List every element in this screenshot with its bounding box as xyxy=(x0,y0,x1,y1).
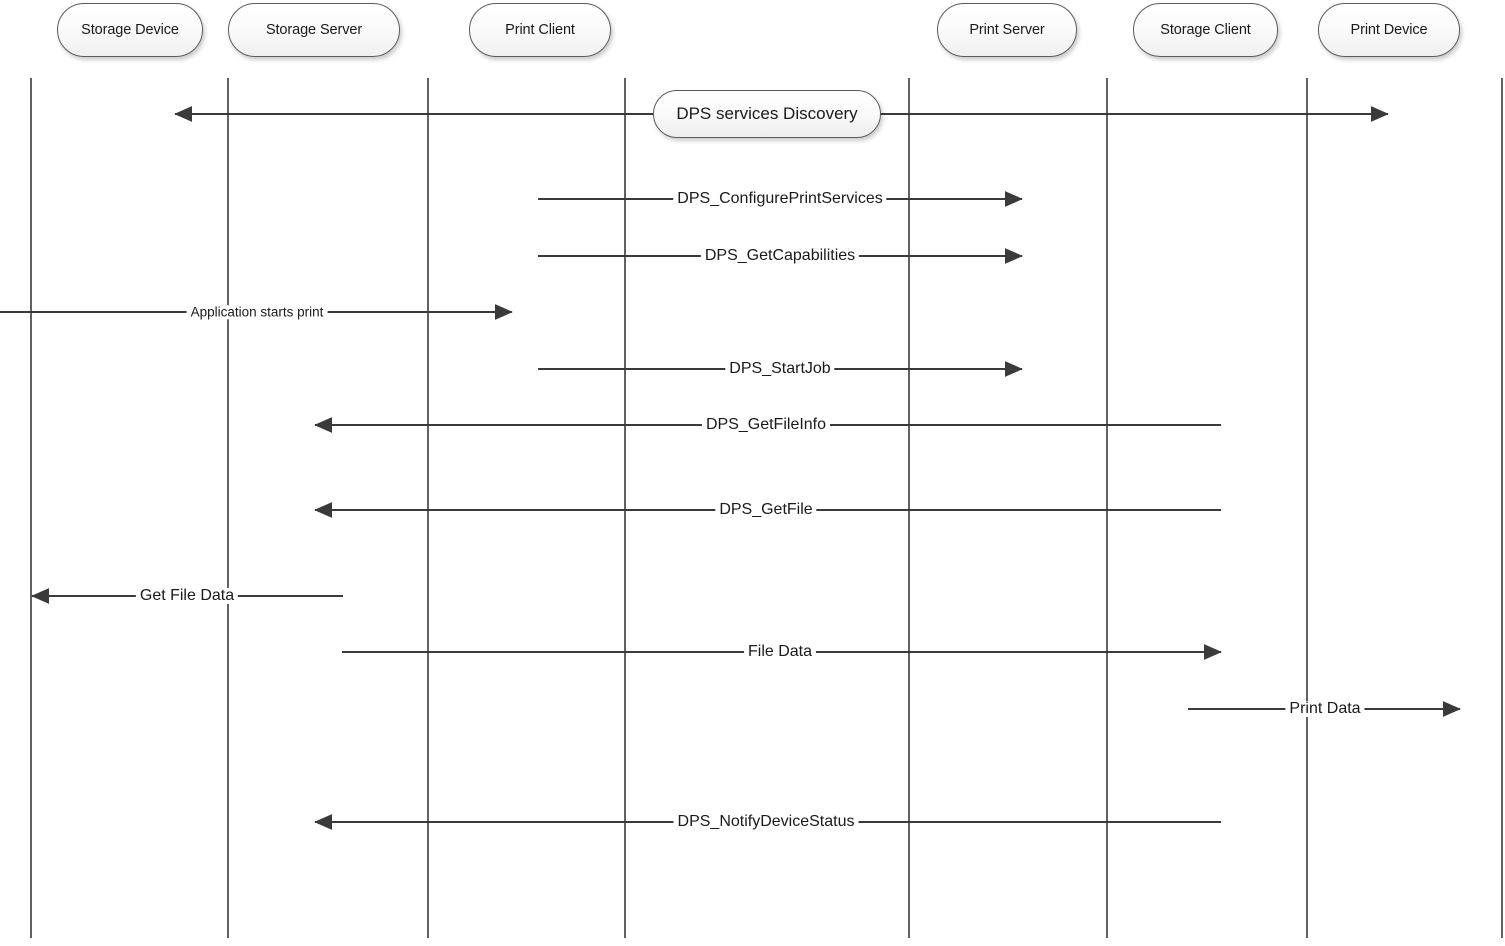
message-label-dps-get-file-info: DPS_GetFileInfo xyxy=(701,417,831,433)
participant-label: Print Client xyxy=(505,22,575,38)
note-dps-services-discovery[interactable]: DPS services Discovery xyxy=(653,90,881,138)
message-label-dps-start-job: DPS_StartJob xyxy=(725,361,835,377)
participant-label: Storage Client xyxy=(1160,22,1251,38)
message-label-dps-get-capabilities: DPS_GetCapabilities xyxy=(700,248,860,264)
participant-label: Print Server xyxy=(969,22,1045,38)
participant-label: Print Device xyxy=(1350,22,1428,38)
participant-label: Storage Server xyxy=(265,22,363,38)
message-label-print-data: Print Data xyxy=(1285,701,1365,717)
participant-storage-client[interactable]: Storage Client xyxy=(1133,3,1278,57)
lifelines-group xyxy=(30,78,1503,938)
message-label-dps-get-file: DPS_GetFile xyxy=(715,502,817,518)
participant-label: Storage Device xyxy=(81,22,179,38)
message-label-application-starts-print: Application starts print xyxy=(186,305,328,319)
participant-print-device[interactable]: Print Device xyxy=(1318,3,1460,57)
note-label: DPS services Discovery xyxy=(676,104,858,123)
participant-storage-device[interactable]: Storage Device xyxy=(57,3,203,57)
message-label-file-data: File Data xyxy=(743,644,817,660)
message-label-get-file-data: Get File Data xyxy=(135,588,239,604)
message-label-dps-notify-device-status: DPS_NotifyDeviceStatus xyxy=(673,814,859,830)
participant-storage-server[interactable]: Storage Server xyxy=(228,3,400,57)
participant-print-server[interactable]: Print Server xyxy=(937,3,1077,57)
message-arrows-group xyxy=(0,106,1461,830)
participant-print-client[interactable]: Print Client xyxy=(469,3,611,57)
message-label-dps-configure-print-services: DPS_ConfigurePrintServices xyxy=(673,191,887,207)
